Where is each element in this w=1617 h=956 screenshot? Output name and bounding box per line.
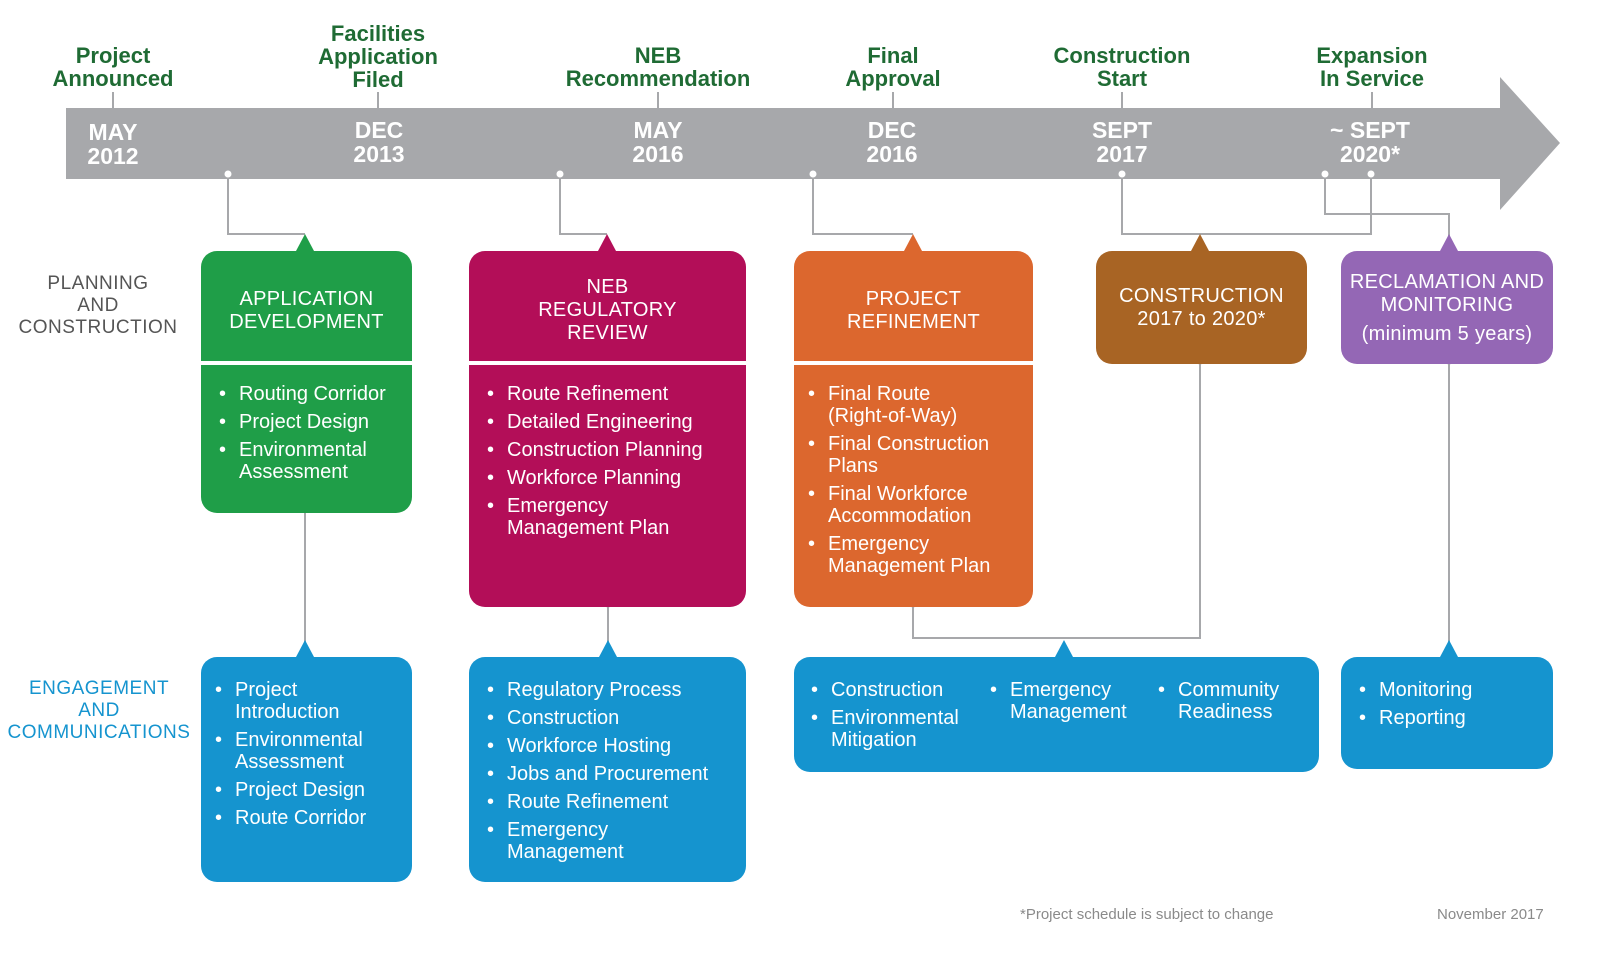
list-item: Final Route (Right-of-Way) [802,383,1030,427]
milestone-label: Facilities Application Filed [318,21,438,92]
box-title: RECLAMATION AND MONITORING [1349,271,1545,316]
bullet-list: Final Route (Right-of-Way) Final Constru… [802,383,1030,583]
list-item: Final Workforce Accommodation [802,483,1030,527]
bullet-list: Route Refinement Detailed Engineering Co… [481,383,743,545]
list-item: Project Design [213,411,408,433]
list-item: Reporting [1353,707,1548,729]
list-item: Emergency Management [984,679,1149,723]
list-item: Monitoring [1353,679,1548,701]
list-item: Emergency Management Plan [802,533,1030,577]
box-title: CONSTRUCTION 2017 to 2020* [1119,284,1284,330]
bullet-list: Regulatory Process Construction Workforc… [481,679,743,869]
list-item: Emergency Management [481,819,743,863]
planning-box-project-refinement: PROJECT REFINEMENT Final Route (Right-of… [794,251,1033,607]
engagement-box-4: Monitoring Reporting [1341,657,1553,769]
bullet-list: Project Introduction Environmental Asses… [209,679,409,835]
box-pointers [296,234,1458,657]
list-item: Workforce Hosting [481,735,743,757]
milestone-date: DEC 2016 [866,117,918,167]
list-item: Emergency Management Plan [481,495,743,539]
bullet-list: Routing Corridor Project Design Environm… [213,383,408,489]
bullet-list: Construction Environmental Mitigation [805,679,980,757]
list-item: Construction [481,707,743,729]
milestone-date: MAY 2012 [87,119,139,169]
milestone-date: SEPT 2017 [1091,117,1153,167]
milestone-label: Final Approval [845,43,941,91]
box-divider [469,361,746,365]
row-label-planning: PLANNING AND CONSTRUCTION [18,273,178,338]
milestone-date: MAY 2016 [632,117,684,167]
milestone-date: DEC 2013 [353,117,405,167]
list-item: Construction [805,679,980,701]
milestone-label: Project Announced [52,43,174,91]
engagement-box-1: Project Introduction Environmental Asses… [201,657,412,882]
list-item: Environmental Mitigation [805,707,980,751]
list-item: Construction Planning [481,439,743,461]
box-title: NEB REGULATORY REVIEW [538,275,677,344]
planning-box-construction: CONSTRUCTION 2017 to 2020* [1096,251,1307,364]
milestone-label: Construction Start [1053,43,1191,91]
box-divider [201,361,412,365]
list-item: Environmental Assessment [209,729,409,773]
list-item: Environmental Assessment [213,439,408,483]
milestone-label: NEB Recommendation [565,43,751,91]
list-item: Route Refinement [481,791,743,813]
box-title: PROJECT REFINEMENT [847,288,980,333]
bullet-list: Community Readiness [1152,679,1317,729]
milestone-ticks [112,92,1373,108]
milestone-date: ~ SEPT 2020* [1330,117,1410,167]
footnote: *Project schedule is subject to change [1020,906,1274,923]
milestone-label: Expansion In Service [1316,43,1428,91]
list-item: Final Construction Plans [802,433,1030,477]
list-item: Detailed Engineering [481,411,743,433]
list-item: Project Introduction [209,679,409,723]
engagement-box-2: Regulatory Process Construction Workforc… [469,657,746,882]
timeline-arrow [66,77,1560,210]
planning-box-reclamation-monitoring: RECLAMATION AND MONITORING (minimum 5 ye… [1341,251,1553,364]
planning-box-neb-regulatory-review: NEB REGULATORY REVIEW Route Refinement D… [469,251,746,607]
list-item: Jobs and Procurement [481,763,743,785]
box-divider [794,361,1033,365]
list-item: Regulatory Process [481,679,743,701]
list-item: Community Readiness [1152,679,1317,723]
list-item: Route Corridor [209,807,409,829]
list-item: Project Design [209,779,409,801]
planning-box-application-development: APPLICATION DEVELOPMENT Routing Corridor… [201,251,412,513]
connector-lines [227,174,1450,642]
date-stamp: November 2017 [1437,906,1544,923]
box-subtitle: (minimum 5 years) [1361,322,1533,345]
engagement-box-3: Construction Environmental Mitigation Em… [794,657,1319,772]
bullet-list: Monitoring Reporting [1353,679,1548,735]
bullet-list: Emergency Management [984,679,1149,729]
list-item: Routing Corridor [213,383,408,405]
box-title: APPLICATION DEVELOPMENT [229,288,384,333]
row-label-engagement: ENGAGEMENT AND COMMUNICATIONS [7,678,191,743]
list-item: Workforce Planning [481,467,743,489]
list-item: Route Refinement [481,383,743,405]
